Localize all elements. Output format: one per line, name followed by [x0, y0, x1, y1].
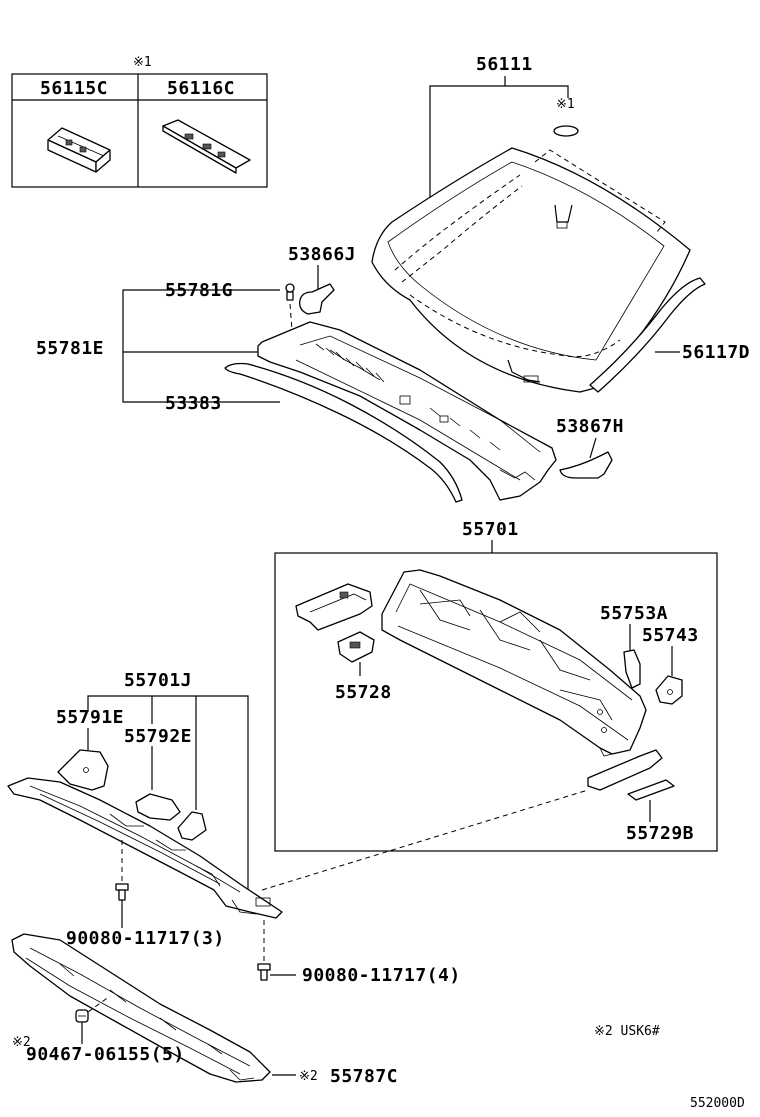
clip-56115c-drawing — [47, 127, 111, 173]
windshield-group: 56111 ※1 — [371, 54, 691, 393]
plate-bracket — [177, 811, 207, 841]
bolt-90080-4 — [257, 963, 271, 981]
cowl-panel-group: 55701 55728 55753A 55743 — [274, 519, 718, 852]
label-56117d: 56117D — [682, 342, 750, 363]
cowl-top-ventilator-louver — [257, 321, 557, 501]
inset-note: ※1 — [133, 55, 152, 70]
louver-group: 55781G 55781E 53383 — [36, 280, 557, 503]
label-53866j: 53866J — [288, 244, 356, 265]
label-55728: 55728 — [335, 682, 392, 703]
molding-group: 56117D — [589, 277, 750, 393]
clip-56116c-drawing — [162, 119, 251, 174]
label-55753a: 55753A — [600, 603, 668, 624]
windshield-glass — [371, 147, 691, 393]
label-55729b: 55729B — [626, 823, 694, 844]
cowl-panel-main — [381, 569, 647, 755]
label-55792e: 55792E — [124, 726, 192, 747]
inset-label-right: 56116C — [167, 78, 235, 99]
brace-55729b — [627, 779, 675, 801]
plate-55791e — [57, 749, 109, 791]
inset-label-left: 56115C — [40, 78, 108, 99]
label-56111: 56111 — [476, 54, 533, 75]
inset-table: ※1 56115C 56116C — [11, 55, 268, 188]
label-90467-06155: 90467-06155(5) — [26, 1044, 185, 1065]
label-windshield-note: ※1 — [556, 97, 575, 112]
nozzle-left-group: 53866J — [288, 244, 356, 315]
bolt-90080-4-group: 90080-11717(4) — [257, 920, 461, 986]
brace-lower-left — [587, 749, 663, 791]
label-lower-note: ※2 — [299, 1069, 318, 1084]
label-clip-note: ※2 — [12, 1035, 31, 1050]
label-53383: 53383 — [165, 393, 222, 414]
louver-slots — [315, 343, 501, 451]
sensor-cover — [553, 125, 579, 137]
lower-panel-group: ※2 55787C ※2 90467-06155(5) — [11, 933, 398, 1087]
bracket-55753a — [623, 649, 641, 689]
cowl-panel-frame — [274, 552, 718, 852]
clip-90467 — [75, 1009, 89, 1023]
windshield-molding — [589, 277, 706, 393]
cowl-sub-group: 55701J 55791E 55792E 90080-11717(3) — [7, 670, 283, 949]
label-55781e: 55781E — [36, 338, 104, 359]
bolt-90080-3 — [115, 883, 129, 901]
cowl-lower-panel — [11, 933, 271, 1083]
cowl-seal — [224, 362, 463, 503]
label-55781g: 55781G — [165, 280, 233, 301]
louver-clip — [285, 283, 295, 301]
label-55787c: 55787C — [330, 1066, 398, 1087]
cowl-sub-panel — [7, 777, 283, 919]
label-55701j: 55701J — [124, 670, 192, 691]
label-90080-11717-3: 90080-11717(3) — [66, 928, 225, 949]
footnote-usk6: ※2 USK6# — [594, 1024, 660, 1039]
label-55701: 55701 — [462, 519, 519, 540]
plate-55792e — [135, 793, 181, 821]
label-55791e: 55791E — [56, 707, 124, 728]
label-53867h: 53867H — [556, 416, 624, 437]
washer-nozzle-left — [299, 283, 335, 315]
washer-nozzle-right — [559, 451, 613, 479]
label-90080-11717-4: 90080-11717(4) — [302, 965, 461, 986]
diagram-code: 552000D — [690, 1096, 745, 1111]
nozzle-right-group: 53867H — [556, 416, 624, 479]
label-55743: 55743 — [642, 625, 699, 646]
cowl-side-reinforcement — [295, 583, 373, 631]
